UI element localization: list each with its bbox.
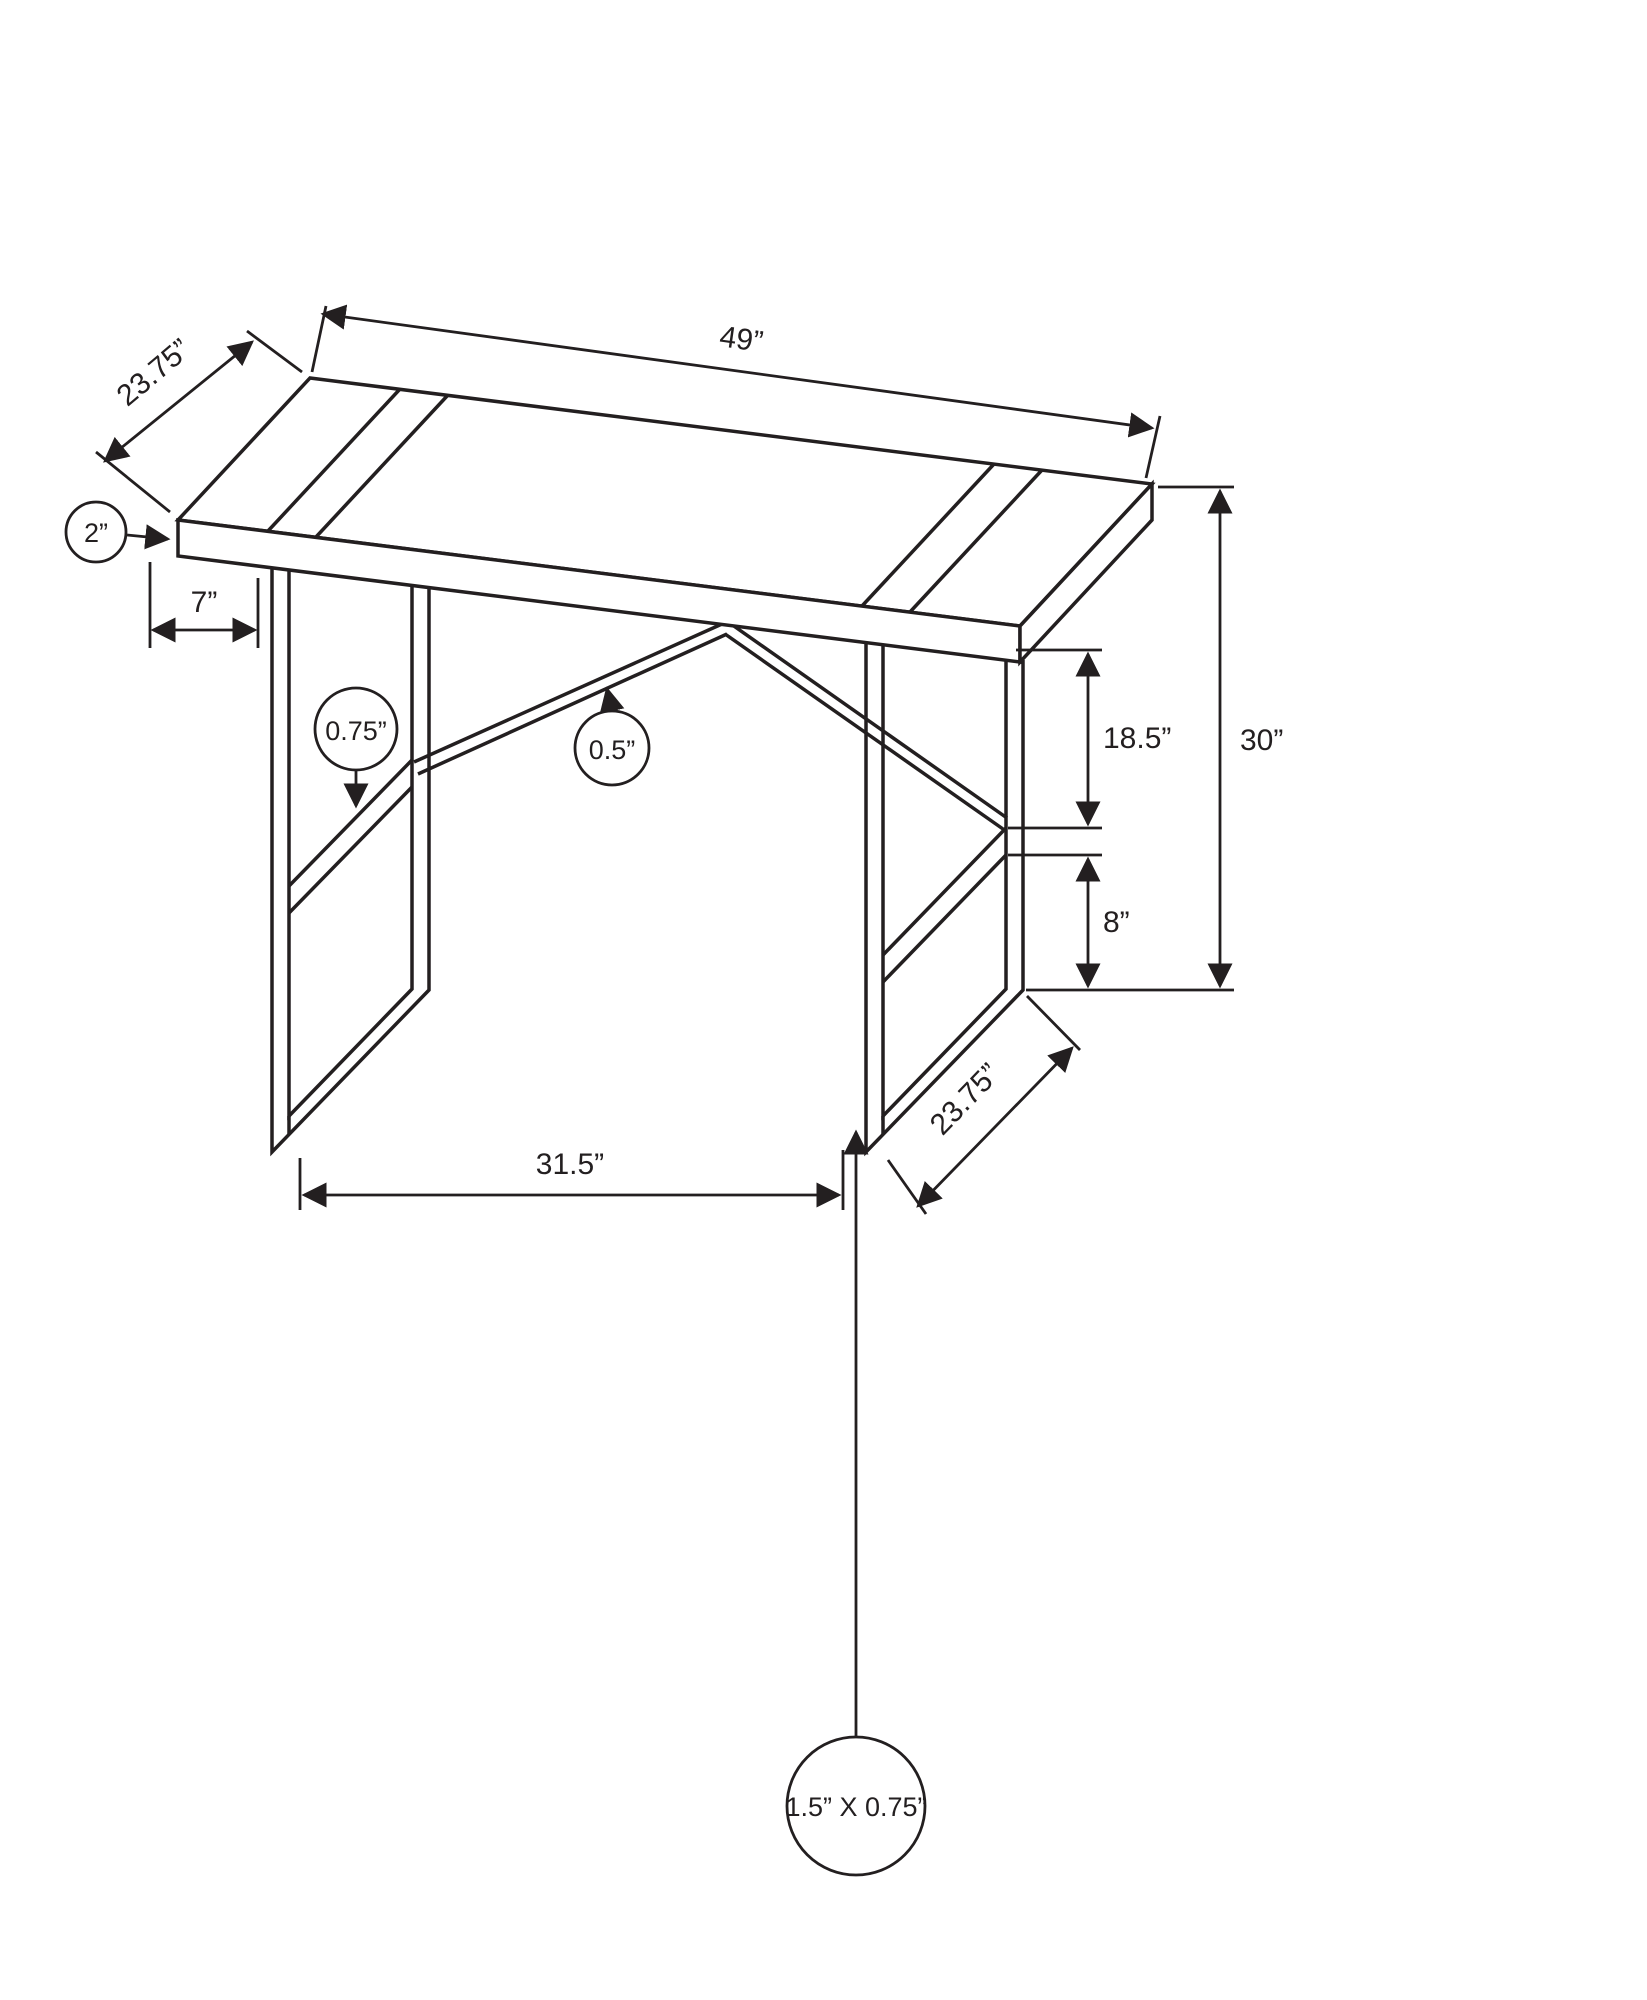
left-brace-upper-edge — [413, 622, 723, 764]
left-leg-outer-frame — [270, 568, 431, 1157]
dim-upper-leg-height: 18.5” — [1008, 648, 1171, 830]
dim-leg-depth-ext-back — [1026, 995, 1081, 1051]
right-leg-frame-top-edge-outer — [908, 468, 1044, 614]
left-leg-shelf-bar-top-edge — [287, 758, 414, 888]
dim-top-depth-ext-back — [246, 329, 303, 374]
dim-top-depth-label: 23.75” — [111, 333, 197, 413]
dim-leg-depth-ext-front — [886, 1159, 928, 1215]
right-brace-upper-edge — [729, 622, 1009, 820]
dim-top-width-label: 49” — [718, 320, 766, 359]
dim-overall-height-label: 30” — [1240, 724, 1283, 757]
callout-brace-leader — [599, 686, 625, 714]
callout-brace-thickness: 0.5” — [573, 686, 651, 787]
right-leg-inner-frame — [881, 645, 1008, 1121]
dim-leg-depth-line — [916, 1046, 1074, 1208]
dim-lower-leg-label: 8” — [1103, 906, 1130, 939]
callout-shelf-bar-thickness: 0.75” — [313, 686, 399, 809]
dim-leg-span: 31.5” — [298, 1148, 845, 1210]
callout-brace-label: 0.5” — [589, 735, 636, 765]
callout-top-thickness-circle — [64, 500, 128, 564]
dim-top-overhang-label: 7” — [191, 586, 218, 619]
dim-top-width-ext-right — [1144, 415, 1162, 479]
dim-lower-leg-height: 8” — [1008, 853, 1130, 989]
dim-top-width: 49” — [310, 304, 1162, 479]
callout-tube-profile-label: 1.5” X 0.75” — [785, 1792, 926, 1822]
left-brace-lower-edge — [417, 632, 728, 776]
dim-top-width-line — [320, 304, 1155, 438]
dim-overall-height: 30” — [1026, 485, 1283, 992]
callout-top-thickness-leader — [126, 524, 171, 550]
dim-leg-span-label: 31.5” — [536, 1148, 604, 1181]
dim-top-overhang: 7” — [148, 562, 260, 648]
right-leg-shelf-bar-bottom-edge — [881, 853, 1008, 984]
callout-top-thickness: 2” — [64, 500, 171, 564]
right-brace-lower-edge — [723, 632, 1005, 831]
left-leg-shelf-bar-bottom-edge — [287, 785, 414, 915]
left-leg-inner-frame — [287, 570, 414, 1121]
right-leg-frame-top-edge-inner — [860, 462, 996, 608]
desk-geometry — [174, 376, 1156, 1157]
callout-tube-profile: 1.5” X 0.75” — [785, 1129, 927, 1877]
callout-top-thickness-label: 2” — [84, 518, 108, 548]
right-leg-shelf-bar-top-edge — [881, 826, 1008, 957]
dim-top-width-ext-left — [310, 305, 328, 373]
dim-top-depth-line — [103, 340, 254, 463]
dim-upper-leg-label: 18.5” — [1103, 722, 1171, 755]
callout-shelf-bar-label: 0.75” — [325, 716, 387, 746]
